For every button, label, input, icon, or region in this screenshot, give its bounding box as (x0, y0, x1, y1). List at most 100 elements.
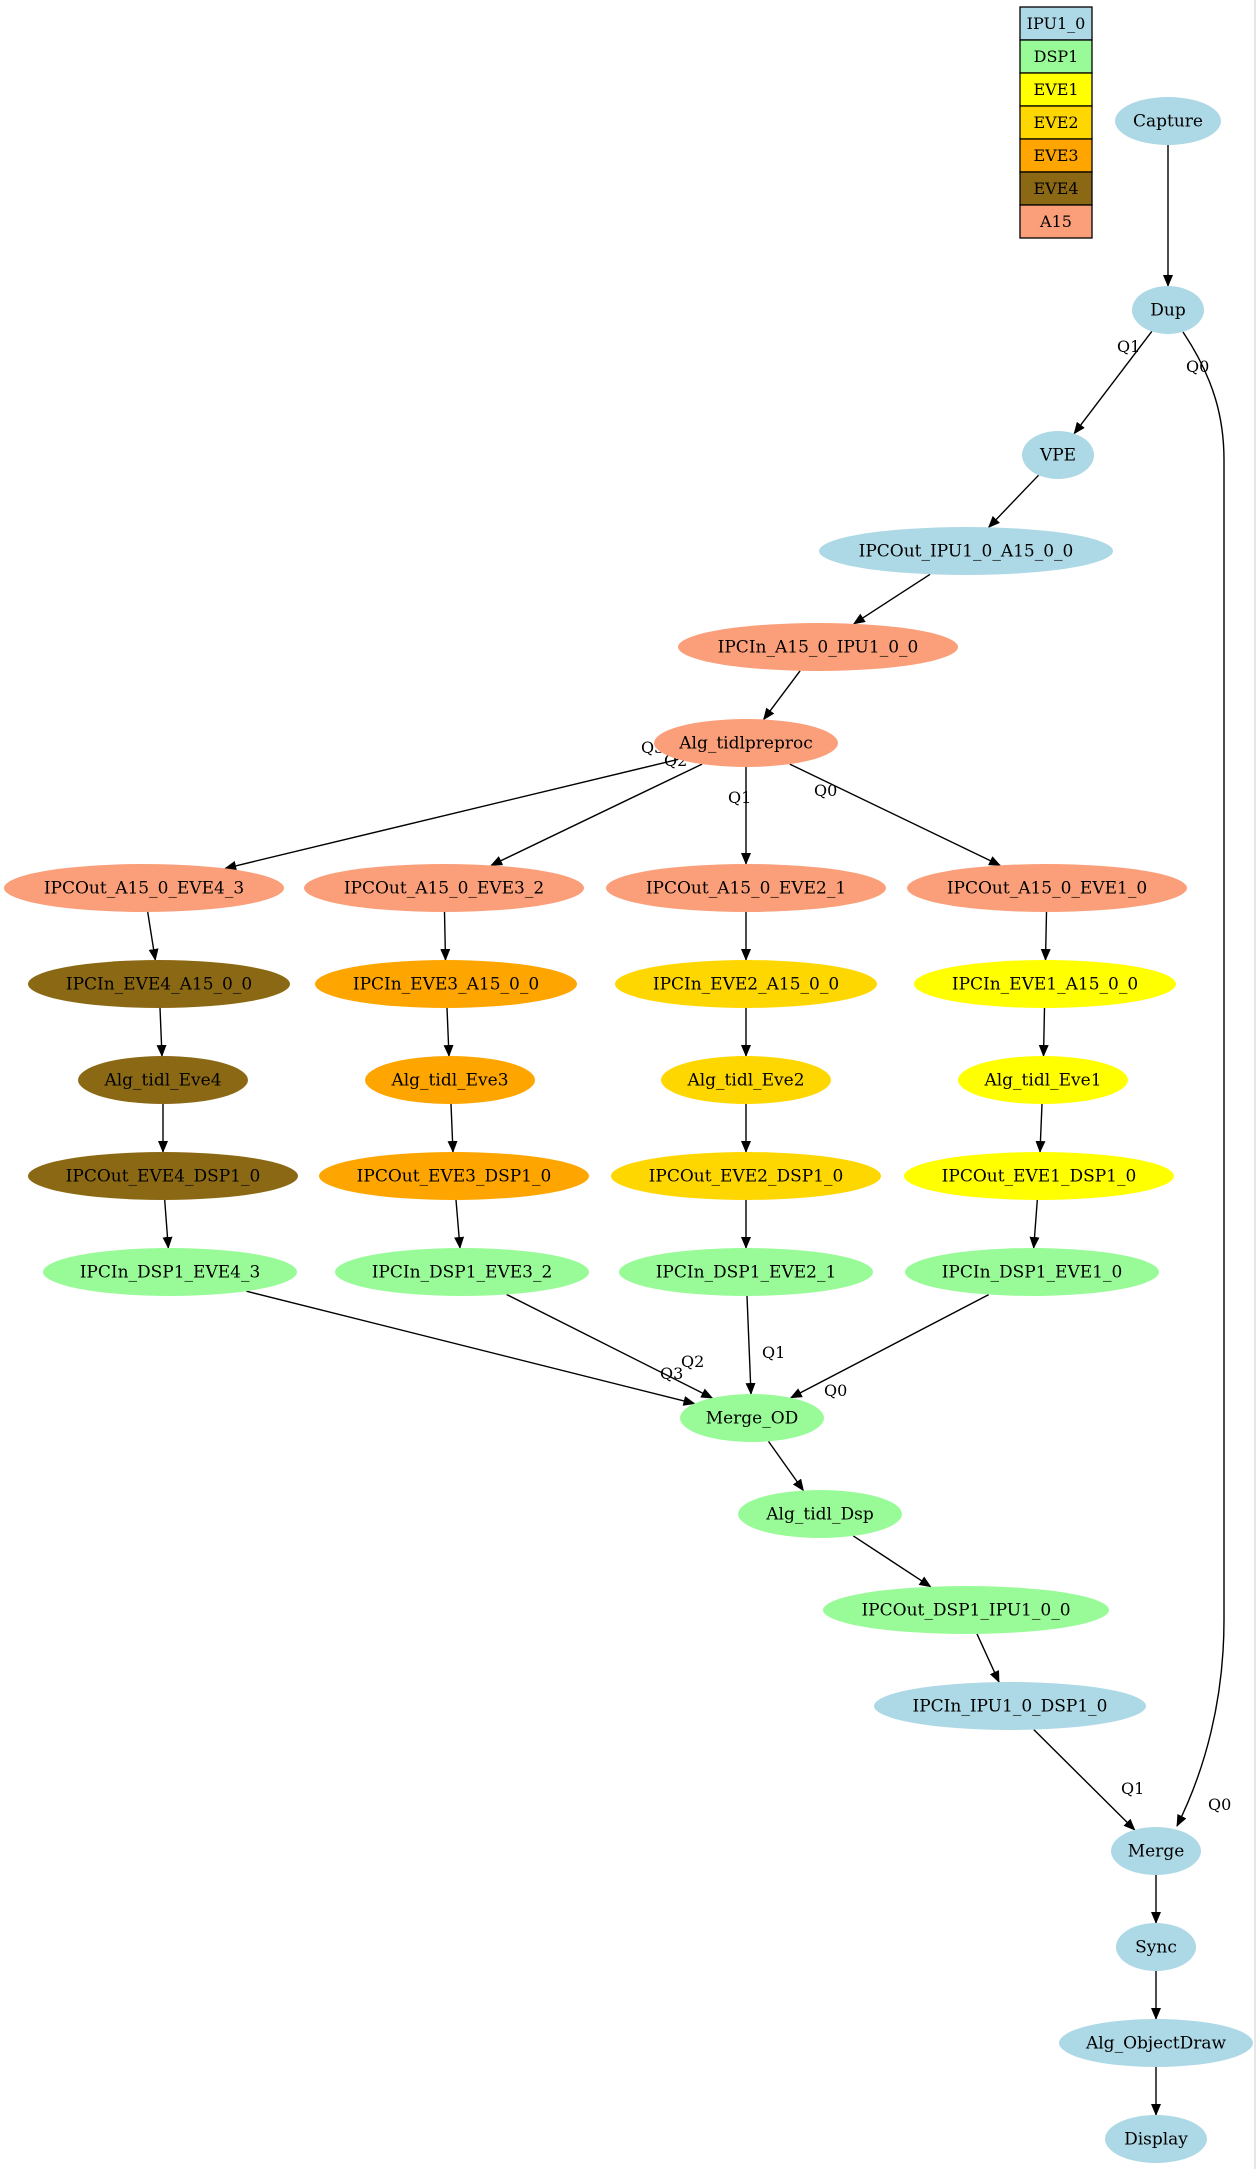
node-ellipse (315, 960, 577, 1008)
edge-ipcin_eve1-to-alg_eve1 (1038, 1007, 1049, 1057)
node-label: IPCIn_DSP1_EVE1_0 (942, 1263, 1123, 1283)
node-ellipse (335, 1248, 589, 1296)
node-sync: Sync (1116, 1923, 1196, 1971)
legend-label: IPU1_0 (1027, 14, 1086, 33)
edge-ipcin_ipu1_dsp1-to-merge (1033, 1729, 1136, 1831)
edge-head-label: Q0 (1208, 1795, 1231, 1814)
legend-label: EVE3 (1033, 146, 1078, 165)
node-ipcin_eve3: IPCIn_EVE3_A15_0_0 (315, 960, 577, 1008)
edge-ipcout_dsp1_ipu1-to-ipcin_ipu1_dsp1 (976, 1633, 1000, 1684)
node-ellipse (28, 960, 290, 1008)
node-label: IPCOut_EVE4_DSP1_0 (66, 1167, 261, 1187)
node-label: IPCOut_EVE2_DSP1_0 (649, 1167, 844, 1187)
node-label: IPCIn_A15_0_IPU1_0_0 (718, 638, 919, 658)
node-ellipse (28, 1152, 298, 1200)
node-ellipse (905, 1248, 1159, 1296)
node-label: IPCIn_EVE2_A15_0_0 (653, 975, 839, 995)
node-display: Display (1105, 2115, 1207, 2163)
node-ellipse (874, 1682, 1146, 1730)
edges (147, 145, 1225, 2116)
node-alg_eve3: Alg_tidl_Eve3 (365, 1056, 535, 1104)
node-ellipse (661, 1056, 831, 1104)
node-ellipse (615, 960, 877, 1008)
edge-ipcout_a15_eve4-to-ipcin_eve4 (147, 911, 159, 961)
node-merge_od: Merge_OD (680, 1394, 824, 1442)
legend-label: EVE2 (1033, 113, 1078, 132)
node-ipcout_eve1: IPCOut_EVE1_DSP1_0 (904, 1152, 1174, 1200)
node-ellipse (654, 719, 838, 767)
legend-swatch (1019, 39, 1093, 74)
node-ipcout_a15_eve3: IPCOut_A15_0_EVE3_2 (304, 864, 584, 912)
node-label: VPE (1039, 446, 1076, 466)
legend-item: EVE1 (1019, 72, 1093, 107)
node-ipcout_ipu1_a15: IPCOut_IPU1_0_A15_0_0 (819, 527, 1113, 575)
edge-ipcin_dsp1_eve1-to-merge_od (789, 1293, 990, 1399)
node-label: IPCOut_DSP1_IPU1_0_0 (861, 1601, 1070, 1621)
node-label: Alg_tidl_Dsp (765, 1505, 874, 1525)
node-label: Merge (1128, 1842, 1185, 1862)
edge-label: Q1 (1121, 1779, 1144, 1798)
node-label: IPCIn_EVE4_A15_0_0 (66, 975, 252, 995)
node-label: Merge_OD (706, 1409, 799, 1429)
node-label: Dup (1150, 301, 1186, 321)
node-label: IPCOut_EVE3_DSP1_0 (357, 1167, 552, 1187)
legend-label: A15 (1039, 212, 1072, 231)
legend-label: EVE1 (1033, 80, 1078, 99)
node-ellipse (1059, 2019, 1253, 2067)
node-label: IPCOut_A15_0_EVE2_1 (646, 879, 846, 899)
node-ellipse (1132, 286, 1204, 334)
node-label: IPCIn_DSP1_EVE4_3 (80, 1263, 261, 1283)
node-ellipse (78, 1056, 248, 1104)
node-label: Display (1124, 2130, 1188, 2150)
node-ellipse (907, 864, 1187, 912)
edge-ipcout_a15_eve3-to-ipcin_eve3 (440, 911, 451, 961)
legend-label: EVE4 (1033, 179, 1078, 198)
edge-ipcout_ipu1_a15-to-ipcin_a15_ipu1 (852, 573, 931, 625)
edge-label: Q0 (824, 1381, 847, 1400)
node-ellipse (606, 864, 886, 912)
edge-label: Q0 (814, 781, 837, 800)
node-alg_eve2: Alg_tidl_Eve2 (661, 1056, 831, 1104)
edge-ipcout_eve1-to-ipcin_dsp1_eve1 (1029, 1199, 1040, 1249)
node-merge: Merge (1111, 1827, 1201, 1875)
node-label: IPCOut_A15_0_EVE1_0 (947, 879, 1147, 899)
node-ipcin_eve1: IPCIn_EVE1_A15_0_0 (914, 960, 1176, 1008)
node-ellipse (1115, 97, 1221, 145)
node-alg_preproc: Alg_tidlpreproc (654, 719, 838, 767)
node-ipcin_dsp1_eve1: IPCIn_DSP1_EVE1_0 (905, 1248, 1159, 1296)
node-alg_objdraw: Alg_ObjectDraw (1059, 2019, 1253, 2067)
node-label: IPCIn_DSP1_EVE3_2 (372, 1263, 553, 1283)
node-ipcout_dsp1_ipu1: IPCOut_DSP1_IPU1_0_0 (823, 1586, 1109, 1634)
node-ellipse (678, 623, 958, 671)
node-ellipse (304, 864, 584, 912)
node-capture: Capture (1115, 97, 1221, 145)
node-ipcout_a15_eve4: IPCOut_A15_0_EVE4_3 (4, 864, 284, 912)
edge-ipcin_dsp1_eve4-to-merge_od (246, 1290, 696, 1406)
edge-merge_od-to-alg_dsp (767, 1440, 804, 1492)
node-ipcin_ipu1_dsp1: IPCIn_IPU1_0_DSP1_0 (874, 1682, 1146, 1730)
node-ellipse (619, 1248, 873, 1296)
edge-alg_eve3-to-ipcout_eve3 (447, 1103, 458, 1153)
node-ipcout_a15_eve2: IPCOut_A15_0_EVE2_1 (606, 864, 886, 912)
node-ellipse (319, 1152, 589, 1200)
edge-alg_dsp-to-ipcout_dsp1_ipu1 (852, 1535, 932, 1588)
node-ellipse (958, 1056, 1128, 1104)
edge-alg_preproc-to-ipcout_a15_eve1 (789, 763, 1002, 867)
page-right-border (1254, 0, 1256, 2169)
edge-ipcin_eve4-to-alg_eve4 (156, 1007, 167, 1057)
edge-label: Q1 (1117, 337, 1140, 356)
legend-item: IPU1_0 (1019, 6, 1093, 41)
node-label: Alg_tidl_Eve1 (983, 1071, 1101, 1091)
edge-alg_eve1-to-ipcout_eve1 (1035, 1103, 1046, 1153)
node-ellipse (738, 1490, 902, 1538)
node-label: Sync (1135, 1938, 1177, 1958)
node-ipcout_eve3: IPCOut_EVE3_DSP1_0 (319, 1152, 589, 1200)
legend-swatch (1019, 204, 1093, 239)
legend-item: EVE4 (1019, 171, 1093, 206)
node-vpe: VPE (1022, 431, 1094, 479)
node-label: Alg_tidl_Eve4 (103, 1071, 221, 1091)
node-ellipse (43, 1248, 297, 1296)
legend-item: EVE3 (1019, 138, 1093, 173)
legend-swatch (1019, 72, 1093, 107)
